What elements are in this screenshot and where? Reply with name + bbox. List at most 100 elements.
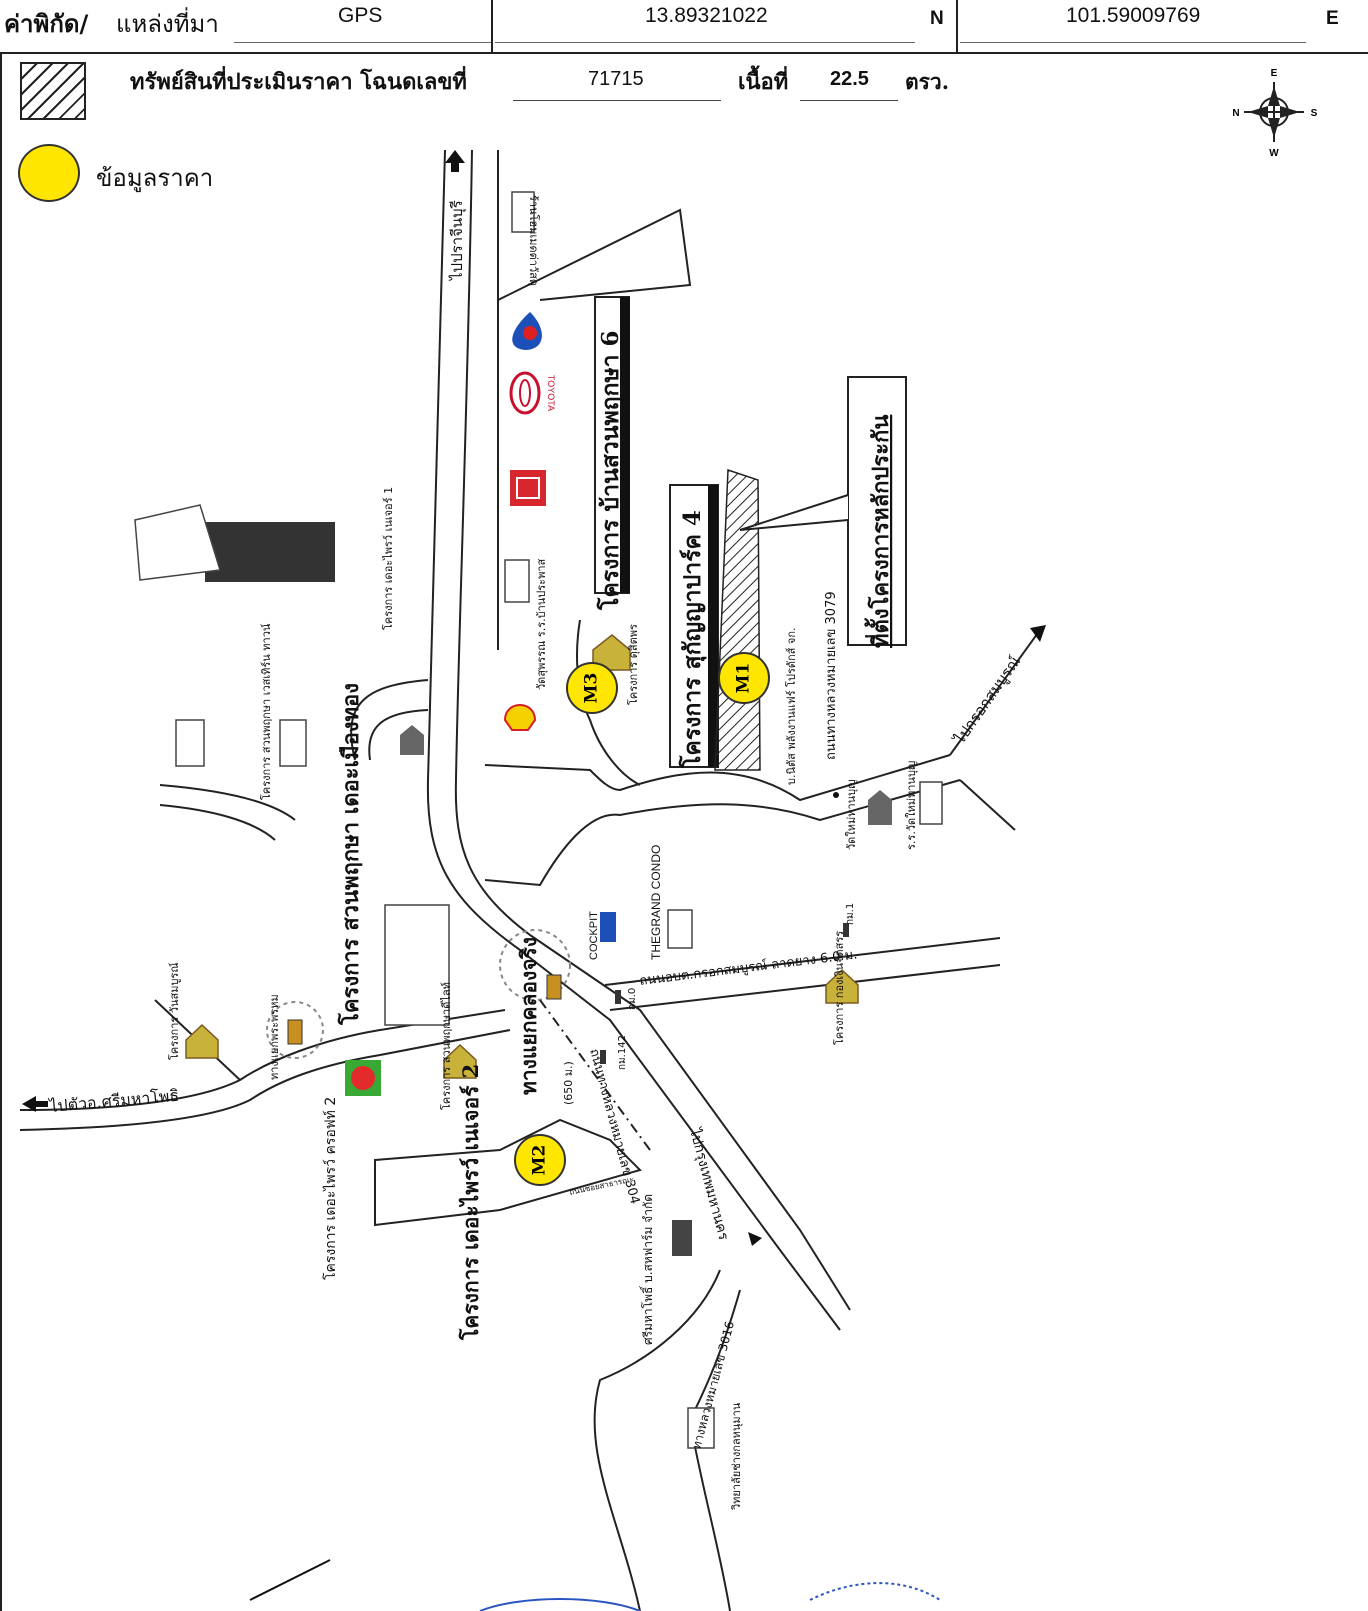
label-junction-phra: ทางแยกพระพรหม bbox=[268, 994, 281, 1080]
honda-logo bbox=[510, 470, 546, 506]
thegrand-condo-icon bbox=[667, 909, 693, 949]
local-rd-north bbox=[604, 937, 1001, 986]
label-to-prachinburi: ไปปราจีนบุรี bbox=[448, 200, 467, 281]
collateral-parcel bbox=[714, 468, 761, 771]
toyota-text: TOYOTA bbox=[546, 375, 556, 411]
west-road-south bbox=[19, 1029, 511, 1131]
arrow-bangkok bbox=[748, 1232, 762, 1246]
suan-dee-house-icon bbox=[443, 1043, 477, 1079]
junction-dot bbox=[833, 792, 839, 798]
stamp-arc-2 bbox=[809, 1582, 941, 1601]
compass-s: S bbox=[1311, 108, 1318, 119]
compass-e: E bbox=[1271, 68, 1278, 79]
coord-label: ค่าพิกัด/ bbox=[4, 10, 89, 38]
marker-m1-label: M1 bbox=[734, 663, 754, 694]
west-branch-2 bbox=[368, 709, 429, 761]
traffic-light-icon-phra bbox=[287, 1019, 303, 1045]
marker-m3[interactable] bbox=[566, 662, 618, 714]
subject-label: ทรัพย์สินที่ประเมินราคา โฉนดเลขที่ bbox=[130, 69, 467, 95]
deproud-1-outline bbox=[134, 504, 221, 581]
mueang-thong-blocks bbox=[384, 904, 450, 1026]
label-wat-school: วัดสุพรรณ ร.ร.บ้านประพาส bbox=[535, 558, 548, 690]
km1-post-icon bbox=[843, 923, 849, 937]
label-homemade-store: ร้านโฮมเมดต่าวัสดุ bbox=[527, 195, 541, 286]
label-collateral: ที่ตั้งโครงการหลักประกัน bbox=[864, 415, 894, 648]
label-wat-mai: วัดใหม่ทานบุญ bbox=[845, 780, 858, 851]
price-markers: M1 M2 M3 bbox=[514, 652, 770, 1186]
deproud-1-blocks bbox=[205, 522, 335, 582]
latitude-unit: N bbox=[930, 8, 944, 29]
upper-west-road-2 bbox=[159, 804, 276, 841]
label-college: วิทยาลัยช่างกลหนุมาน bbox=[730, 1402, 743, 1511]
label-baan-suan-6: โครงการ บ้านสวนพฤกษา 6 bbox=[596, 330, 624, 611]
label-km1: กม.1 bbox=[845, 903, 856, 925]
label-thegrand: THEGRAND CONDO bbox=[649, 845, 663, 960]
road-network bbox=[19, 149, 1041, 1611]
phra-junction-circle bbox=[266, 1001, 324, 1059]
college-building-icon bbox=[687, 1407, 715, 1449]
label-suan-dee: โครงการ สวนพฤกษาดีไลท์ bbox=[439, 982, 453, 1110]
label-rd-3079: ถนนทางหลวงหมายเลข 3079 bbox=[824, 591, 839, 760]
m2-parcel-outline bbox=[374, 1118, 642, 1227]
label-dusit: โครงการ ดุสิตพร bbox=[626, 624, 640, 705]
collateral-callout-pointer bbox=[739, 494, 849, 531]
latitude-cell: 13.89321022 bbox=[495, 0, 915, 43]
marker-m2[interactable] bbox=[514, 1134, 566, 1186]
label-to-bangkok: ไปกรุงเทพมหานคร bbox=[686, 1126, 733, 1243]
source-cell: GPS bbox=[234, 0, 491, 43]
arrow-north-prachinburi bbox=[445, 150, 465, 163]
area-unit: ตรว. bbox=[905, 69, 950, 94]
rd-3079-north-edge bbox=[484, 779, 961, 887]
stamp-arc-1 bbox=[479, 1598, 641, 1611]
price-info-legend-dot bbox=[18, 144, 80, 202]
rd-3016-west bbox=[593, 1269, 721, 1611]
arrow-krok-sombun bbox=[1030, 625, 1046, 642]
distance-line-650 bbox=[539, 999, 651, 1151]
building-icon-north bbox=[511, 191, 535, 233]
marker-m3-label: M3 bbox=[582, 673, 602, 704]
label-dist-650: (650 ม.) bbox=[562, 1061, 575, 1105]
latitude-value: 13.89321022 bbox=[645, 4, 768, 27]
coord-label-cell: ค่าพิกัด/ แหล่งที่มา bbox=[0, 0, 232, 50]
label-suan-mueang-thong: โครงการ สวนพฤกษา เดอะเมืองทอง bbox=[337, 683, 364, 1026]
signature-mark bbox=[249, 1559, 331, 1601]
label-deproud-croft-2: โครงการ เดอะไพรว์ ครอฟท์ 2 bbox=[322, 1097, 339, 1280]
upper-west-road-1 bbox=[159, 784, 296, 821]
hatched-legend-swatch bbox=[20, 62, 86, 120]
label-suan-wester: โครงการ สวนพฤกษา เวสเทิร์น ทาวน์ bbox=[259, 623, 273, 800]
label-km0: กม.0 bbox=[627, 988, 638, 1010]
label-to-krok-sombun: ไปกรอกสมบูรณ์ bbox=[950, 653, 1024, 748]
marker-m1[interactable] bbox=[718, 652, 770, 704]
source-label: แหล่งที่มา bbox=[116, 10, 219, 38]
km0-post-icon bbox=[615, 990, 621, 1004]
srimaha-building-icon bbox=[672, 1220, 692, 1256]
north-lot-outline bbox=[497, 150, 692, 302]
inner-loop bbox=[576, 619, 641, 786]
label-co-nitas: บ.นิตัส พลังงานแฟร์ โปรดักส์ จก. bbox=[784, 628, 798, 785]
wansom-house-icon bbox=[185, 1023, 219, 1059]
baan-suan-bar bbox=[620, 297, 630, 593]
label-co-srimaha: ศรีมหาโพธิ์ บ.สหฟาร์ม จำกัด bbox=[639, 1194, 655, 1345]
longitude-cell: 101.59009769 bbox=[960, 0, 1306, 43]
sukanya-bar bbox=[708, 485, 718, 767]
longitude-value: 101.59009769 bbox=[1066, 4, 1201, 27]
label-rd-krok: ถนนอบต.กรอกสมบูรณ์ ลาดยาง 6.0 ม. bbox=[639, 946, 859, 989]
ptt-logo bbox=[512, 312, 542, 350]
cockpit-icon bbox=[600, 912, 616, 942]
highway-304-east-edge bbox=[454, 149, 851, 1311]
coordinates-header: ค่าพิกัด/ แหล่งที่มา GPS 13.89321022 N 1… bbox=[0, 0, 1368, 54]
area-value: 22.5 bbox=[830, 68, 869, 90]
label-school-wat-mai: ร.ร.วัดใหม่ทานบุญ bbox=[905, 761, 918, 850]
label-to-sri-mahapho: ไปตัวอ.ศรีมหาโพธิ bbox=[47, 1086, 180, 1116]
label-junction-klong: ทางแยกคลองจริง bbox=[516, 937, 541, 1095]
shell-logo bbox=[503, 704, 537, 731]
label-deproud-1: โครงการ เดอะไพรว์ เนเจอร์ 1 bbox=[381, 487, 395, 630]
local-rd-south bbox=[609, 964, 1001, 1011]
source-value: GPS bbox=[338, 4, 383, 27]
wat-mai-temple-icon bbox=[868, 790, 892, 825]
highway-304-west-edge bbox=[426, 149, 841, 1331]
location-map: TOYOTA bbox=[19, 149, 1046, 1611]
west-branch-1 bbox=[350, 679, 429, 761]
school-building-icon bbox=[504, 559, 530, 603]
compass-n: N bbox=[1232, 108, 1239, 119]
